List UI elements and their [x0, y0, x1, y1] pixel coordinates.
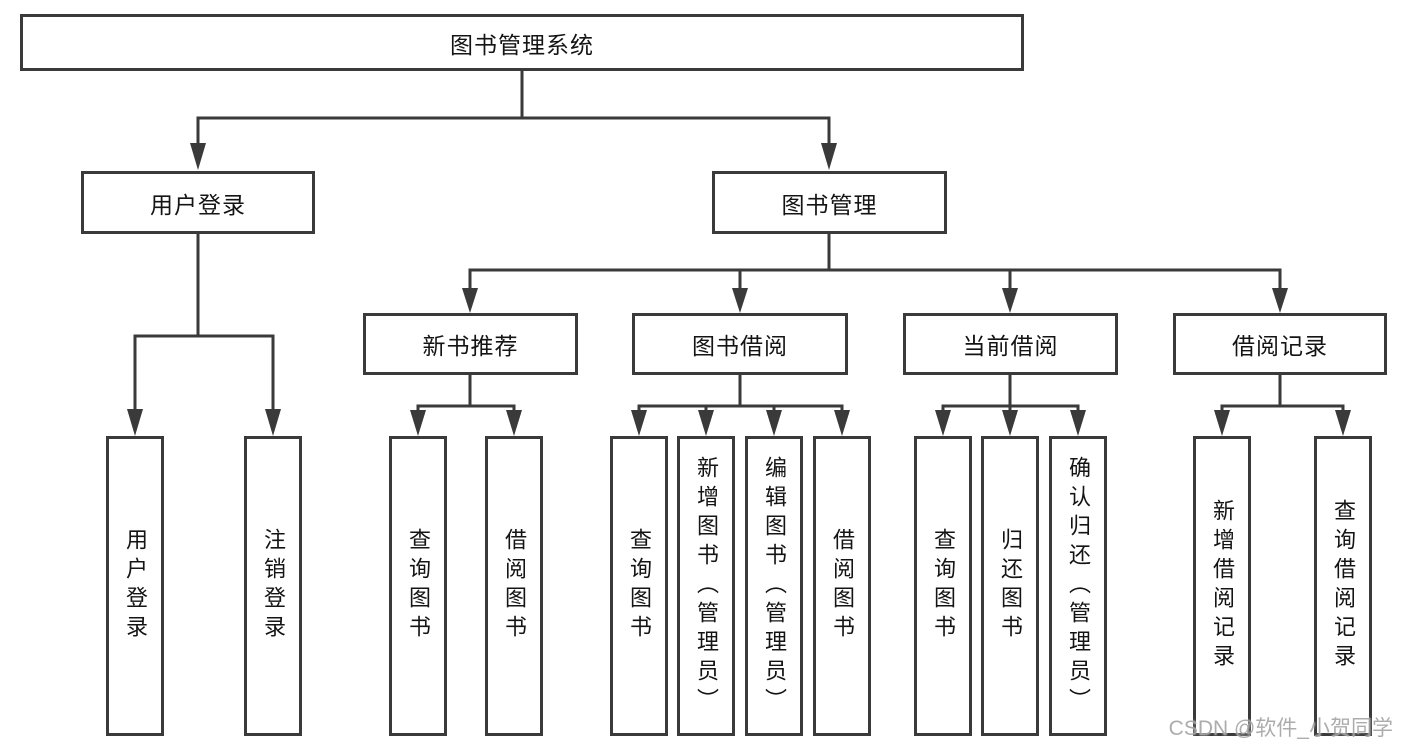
leaf-records-query-label: 查询借阅记录	[1331, 499, 1356, 673]
leaf-borrowing-edit-admin: 编辑图书（管理员）	[745, 436, 803, 736]
leaf-current-query-label: 查询图书	[931, 528, 956, 644]
node-root: 图书管理系统	[20, 14, 1024, 71]
node-book-management-label: 图书管理	[781, 191, 878, 218]
node-user-login: 用户登录	[81, 171, 315, 234]
leaf-records-add-label: 新增借阅记录	[1210, 499, 1235, 673]
leaf-user-login: 用户登录	[106, 436, 164, 736]
leaf-logout: 注销登录	[244, 436, 302, 736]
node-book-borrowing: 图书借阅	[632, 313, 848, 375]
node-current-borrowing-label: 当前借阅	[962, 333, 1059, 359]
leaf-newbooks-query: 查询图书	[389, 436, 447, 736]
watermark: CSDN @软件_小贺同学	[1168, 717, 1393, 740]
leaf-borrowing-edit-admin-label: 编辑图书（管理员）	[762, 455, 787, 717]
node-root-label: 图书管理系统	[450, 31, 594, 58]
leaf-newbooks-query-label: 查询图书	[406, 528, 431, 644]
leaf-user-login-label: 用户登录	[123, 528, 148, 644]
node-new-book-recommend: 新书推荐	[363, 313, 578, 375]
leaf-records-query: 查询借阅记录	[1314, 436, 1372, 736]
node-new-book-recommend-label: 新书推荐	[422, 333, 519, 359]
leaf-current-query: 查询图书	[914, 436, 972, 736]
leaf-current-return: 归还图书	[981, 436, 1039, 736]
node-book-management: 图书管理	[712, 171, 947, 234]
leaf-logout-label: 注销登录	[261, 528, 286, 644]
leaf-borrowing-borrow-label: 借阅图书	[830, 528, 855, 644]
leaf-records-add: 新增借阅记录	[1193, 436, 1251, 736]
node-borrow-records: 借阅记录	[1173, 313, 1387, 375]
node-borrow-records-label: 借阅记录	[1232, 333, 1328, 359]
node-book-borrowing-label: 图书借阅	[692, 333, 788, 359]
leaf-borrowing-add-admin-label: 新增图书（管理员）	[694, 455, 719, 717]
leaf-newbooks-borrow-label: 借阅图书	[502, 528, 527, 644]
leaf-borrowing-query: 查询图书	[610, 436, 668, 736]
leaf-current-return-label: 归还图书	[998, 528, 1023, 644]
leaf-newbooks-borrow: 借阅图书	[485, 436, 543, 736]
leaf-current-confirm-admin-label: 确认归还（管理员）	[1066, 455, 1091, 717]
node-user-login-label: 用户登录	[150, 191, 246, 218]
leaf-current-confirm-admin: 确认归还（管理员）	[1049, 436, 1107, 736]
leaf-borrowing-borrow: 借阅图书	[813, 436, 871, 736]
leaf-borrowing-add-admin: 新增图书（管理员）	[677, 436, 735, 736]
leaf-borrowing-query-label: 查询图书	[627, 528, 652, 644]
node-current-borrowing: 当前借阅	[903, 313, 1118, 375]
